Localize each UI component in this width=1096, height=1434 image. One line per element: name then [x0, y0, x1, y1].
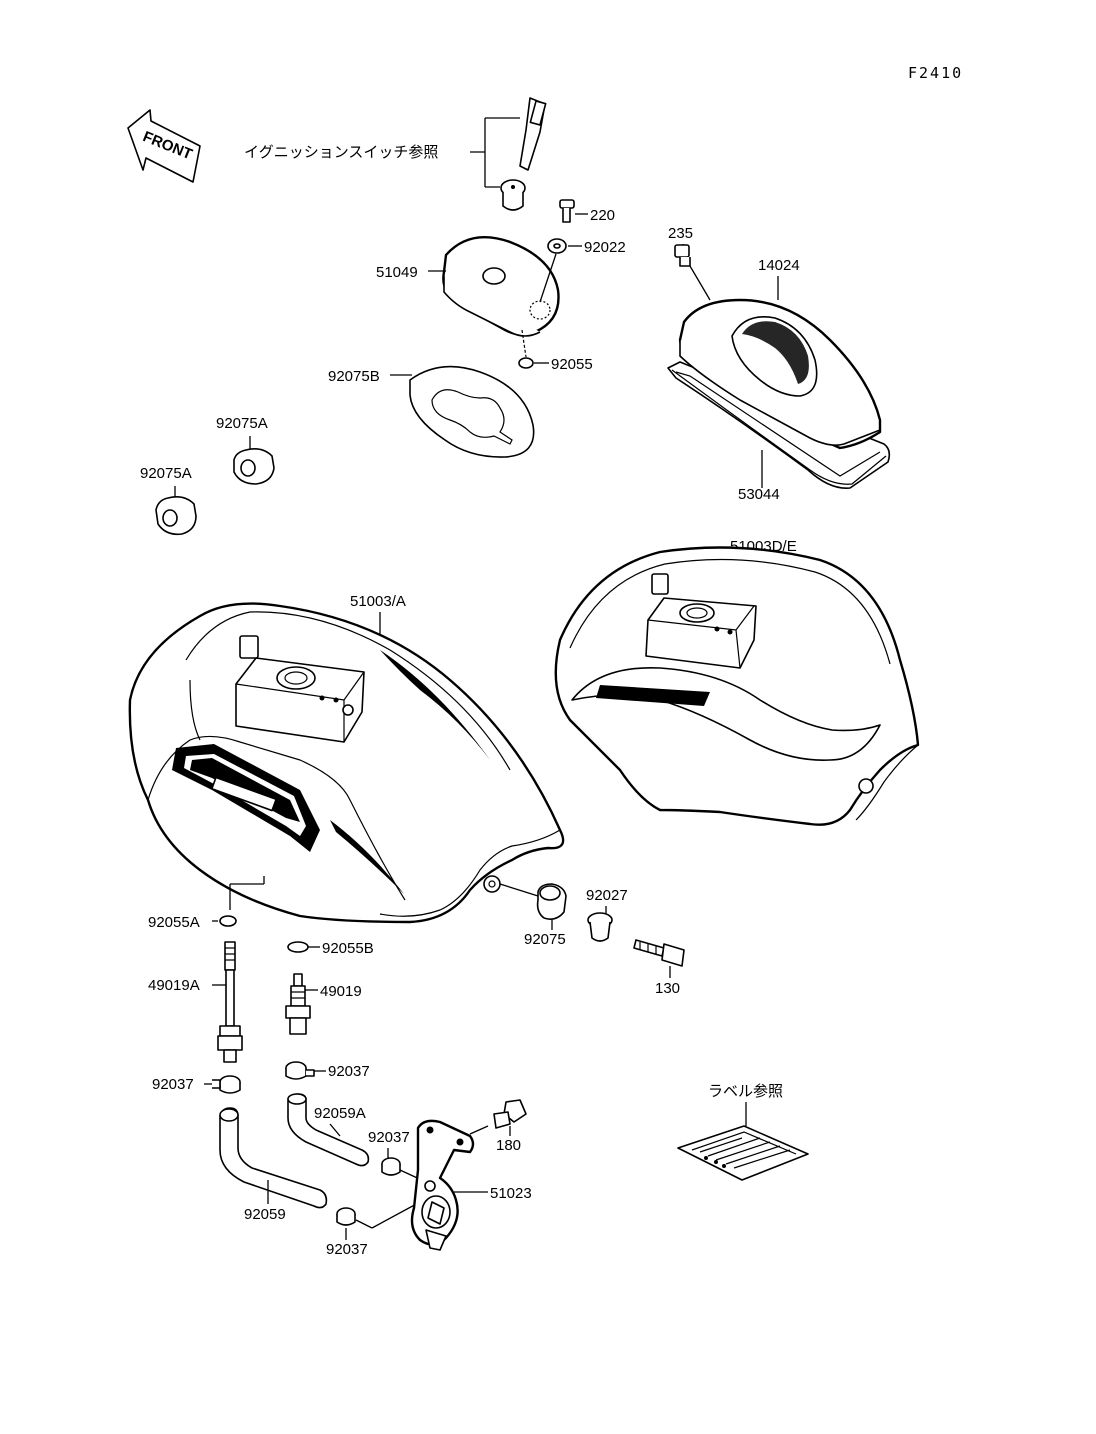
label-220: 220: [590, 207, 615, 224]
ignition-bracket: [470, 117, 520, 188]
label-49019A: 49019A: [148, 977, 200, 994]
label-49019: 49019: [320, 983, 362, 1000]
label-92055B: 92055B: [322, 940, 374, 957]
label-130: 130: [655, 980, 680, 997]
hose-92059A-icon: [287, 1093, 370, 1167]
screw-220-icon: [559, 199, 588, 223]
panel-14024-icon: [667, 298, 891, 489]
washer-92055B-icon: [287, 941, 320, 953]
clamp-92037-a-icon: [285, 1061, 326, 1080]
label-235: 235: [668, 225, 693, 242]
rubber-92075-icon: [536, 883, 567, 920]
label-51049: 51049: [376, 264, 418, 281]
cover-51049-icon: [442, 236, 560, 337]
label-92075A-lower: 92075A: [140, 465, 192, 482]
label-92059: 92059: [244, 1206, 286, 1223]
label-92075B: 92075B: [328, 368, 380, 385]
ignition-switch-reference: イグニッションスイッチ参照: [244, 143, 438, 161]
clamp-92037-b-icon: [204, 1075, 241, 1094]
label-92027: 92027: [586, 887, 628, 904]
label-92075A-upper: 92075A: [216, 415, 268, 432]
label-180: 180: [496, 1137, 521, 1154]
front-arrow-icon: FRONT: [127, 109, 201, 183]
fuel-tank-51003DE-icon: [554, 546, 920, 826]
ignition-key-icon: [519, 97, 547, 171]
washer-92055-icon: [518, 329, 549, 369]
rubber-92075A-lower-icon: [155, 496, 197, 536]
hose-92059-icon: [219, 1107, 328, 1209]
fuel-pipe-49019-icon: [285, 973, 311, 1035]
bolt-130-icon: [633, 939, 685, 967]
collar-92027-icon: [587, 912, 613, 942]
figure-code: F2410: [908, 64, 963, 82]
washer-92022-icon: [547, 238, 582, 254]
leader-92075-hole: [499, 883, 539, 897]
ignition-cylinder-icon: [500, 179, 526, 211]
clamp-92037-d-icon: [336, 1201, 421, 1229]
fuel-tank-51003A-icon: [128, 602, 565, 924]
washer-92055A-icon: [212, 915, 237, 927]
label-51003A: 51003/A: [350, 593, 406, 610]
label-92037-d: 92037: [326, 1241, 368, 1258]
label-92075: 92075: [524, 931, 566, 948]
warning-label-sticker-icon: [677, 1125, 809, 1181]
bolt-235-icon: [674, 244, 711, 301]
fuel-valve-51023-icon: [410, 1119, 475, 1251]
label-92055A: 92055A: [148, 914, 200, 931]
label-92059A: 92059A: [314, 1105, 366, 1122]
leader-92022-cover: [539, 253, 557, 303]
gasket-92075B-icon: [409, 365, 535, 458]
leader-92059A: [329, 1123, 341, 1137]
label-14024: 14024: [758, 257, 800, 274]
fuel-pipe-49019A-icon: [217, 941, 243, 1063]
label-reference: ラベル参照: [708, 1082, 783, 1100]
label-92037-c: 92037: [368, 1129, 410, 1146]
label-92037-b: 92037: [152, 1076, 194, 1093]
label-92022: 92022: [584, 239, 626, 256]
label-51023: 51023: [490, 1185, 532, 1202]
rubber-92075A-upper-icon: [233, 448, 275, 485]
label-92037-a: 92037: [328, 1063, 370, 1080]
clamp-92037-c-icon: [381, 1157, 427, 1183]
bolt-180-icon: [469, 1099, 527, 1135]
label-92055: 92055: [551, 356, 593, 373]
label-53044: 53044: [738, 486, 780, 503]
